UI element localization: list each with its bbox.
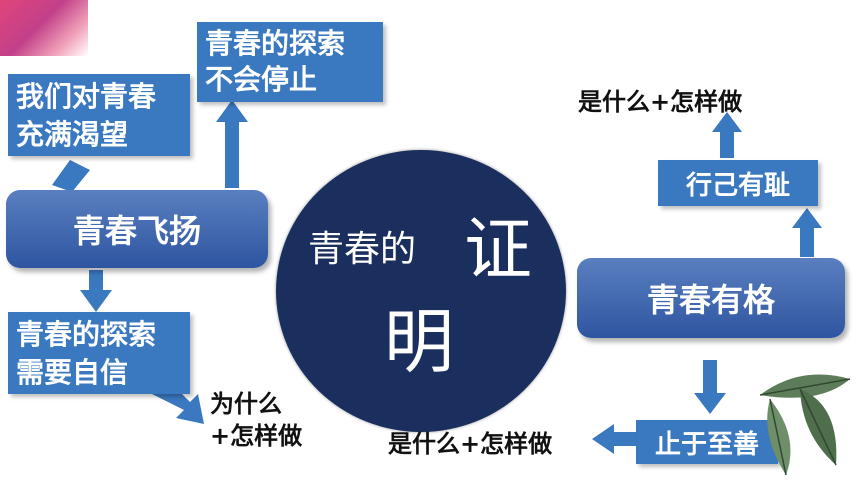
box-strive-for-excellence: 止于至善 <box>636 420 778 464</box>
box-sense-of-shame-label: 行己有耻 <box>685 170 790 201</box>
box-longing-line2: 充满渴望 <box>16 118 129 151</box>
arrow-up-left-main <box>216 100 248 188</box>
center-title-ming: 明 <box>384 301 454 383</box>
center-circle: 青春的 证 明 <box>276 150 566 432</box>
connector-topleft-main <box>52 160 90 192</box>
box-never-stops-line2: 不会停止 <box>205 63 318 96</box>
box-confidence-line2: 需要自信 <box>16 356 129 389</box>
box-longing-for-youth: 我们对青春 充满渴望 <box>8 74 190 156</box>
leaf-decoration-icon <box>759 374 851 476</box>
box-strive-label: 止于至善 <box>654 429 759 460</box>
main-youth-character: 青春有格 <box>577 258 845 338</box>
center-title-zheng: 证 <box>464 211 533 290</box>
note-why: 为什么 <box>210 390 282 418</box>
note-right-top: 是什么+怎样做 <box>578 88 743 116</box>
arrow-up-right-top <box>712 112 742 158</box>
box-sense-of-shame: 行己有耻 <box>658 160 818 206</box>
arrow-down-left-main <box>80 270 112 312</box>
main-youth-flying-label: 青春飞扬 <box>72 212 201 250</box>
note-how: +怎样做 <box>210 422 303 450</box>
box-confidence-line1: 青春的探索 <box>16 318 157 351</box>
main-youth-character-label: 青春有格 <box>646 281 775 319</box>
center-title-line1: 青春的 <box>308 229 417 270</box>
note-right-bottom: 是什么+怎样做 <box>388 430 553 458</box>
arrow-up-right-main <box>792 208 822 257</box>
main-youth-flying: 青春飞扬 <box>6 190 268 268</box>
arrow-down-right-main <box>694 360 726 414</box>
box-never-stops-line1: 青春的探索 <box>205 27 346 60</box>
arrow-left-right-bottom <box>592 424 636 454</box>
box-exploration-never-stops: 青春的探索 不会停止 <box>197 22 383 102</box>
note-why-how: 为什么 +怎样做 <box>210 388 302 452</box>
box-longing-line1: 我们对青春 <box>16 80 157 113</box>
box-exploration-needs-confidence: 青春的探索 需要自信 <box>8 312 190 394</box>
corner-decoration <box>0 0 88 56</box>
